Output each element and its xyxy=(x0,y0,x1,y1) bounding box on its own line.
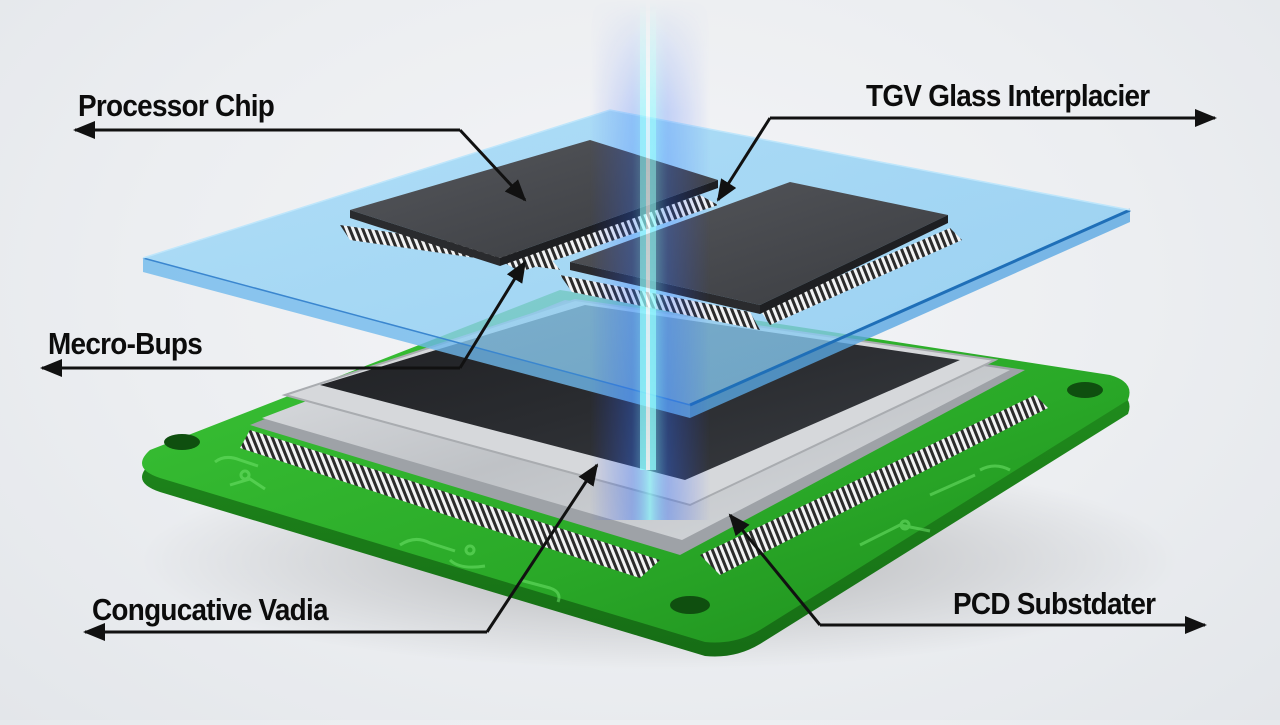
pcb-traces xyxy=(214,455,1011,603)
label-conductive-via: Congucative Vadia xyxy=(92,592,329,627)
leader-conductive-via-pointer xyxy=(485,463,599,633)
mounting-hole xyxy=(1067,382,1103,398)
label-processor-chip: Processor Chip xyxy=(78,88,275,123)
leader-micro-bumps-pointer xyxy=(458,260,527,369)
leader-pcb-substrate-pointer xyxy=(728,513,822,626)
leader-tgv-glass-pointer xyxy=(716,117,772,202)
label-micro-bumps: Mecro-Bups xyxy=(48,326,203,361)
mounting-hole xyxy=(164,434,200,450)
mounting-hole xyxy=(670,596,710,614)
leader-processor-chip-pointer xyxy=(458,128,527,202)
label-tgv-glass-interposer: TGV Glass Interplacier xyxy=(866,78,1150,113)
label-pcb-substrate: PCD Substdater xyxy=(953,586,1156,621)
light-beam xyxy=(590,0,710,520)
leader-lines xyxy=(40,109,1217,641)
